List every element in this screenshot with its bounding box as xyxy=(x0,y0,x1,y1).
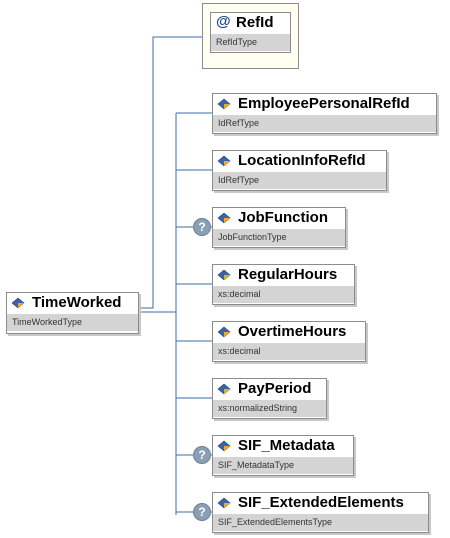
optional-marker-icon: ? xyxy=(193,446,211,464)
element-name: EmployeePersonalRefId xyxy=(238,95,410,112)
element-icon xyxy=(217,269,231,281)
element-node-regularhours[interactable]: RegularHours xs:decimal xyxy=(212,264,355,305)
attribute-group: @ RefId RefIdType xyxy=(202,3,299,69)
attribute-type: RefIdType xyxy=(211,34,290,51)
element-name: JobFunction xyxy=(238,209,328,226)
element-name: SIF_Metadata xyxy=(238,437,335,454)
root-element-node[interactable]: TimeWorked TimeWorkedType xyxy=(6,292,139,334)
element-name: RegularHours xyxy=(238,266,338,283)
element-node-jobfunction[interactable]: JobFunction JobFunctionType xyxy=(212,207,346,248)
element-icon xyxy=(11,297,25,309)
root-element-type: TimeWorkedType xyxy=(7,314,138,331)
element-type: JobFunctionType xyxy=(213,229,345,246)
attribute-node-refid[interactable]: @ RefId RefIdType xyxy=(210,12,291,53)
element-type: SIF_ExtendedElementsType xyxy=(213,514,428,531)
element-node-overtimehours[interactable]: OvertimeHours xs:decimal xyxy=(212,321,366,362)
element-icon xyxy=(217,98,231,110)
element-node-payperiod[interactable]: PayPeriod xs:normalizedString xyxy=(212,378,327,419)
element-icon xyxy=(217,326,231,338)
element-node-employeepersonalrefid[interactable]: EmployeePersonalRefId IdRefType xyxy=(212,93,437,134)
element-node-sif-metadata[interactable]: SIF_Metadata SIF_MetadataType xyxy=(212,435,354,476)
element-type: xs:normalizedString xyxy=(213,400,326,417)
element-icon xyxy=(217,155,231,167)
attribute-icon: @ xyxy=(216,13,231,30)
element-icon xyxy=(217,440,231,452)
element-name: SIF_ExtendedElements xyxy=(238,494,404,511)
root-element-name: TimeWorked xyxy=(32,294,122,311)
element-type: IdRefType xyxy=(213,115,436,132)
element-name: OvertimeHours xyxy=(238,323,347,340)
attribute-name: RefId xyxy=(236,14,274,31)
element-node-sif-extendedelements[interactable]: SIF_ExtendedElements SIF_ExtendedElement… xyxy=(212,492,429,533)
element-type: xs:decimal xyxy=(213,286,354,303)
element-name: LocationInfoRefId xyxy=(238,152,366,169)
element-name: PayPeriod xyxy=(238,380,312,397)
element-icon xyxy=(217,383,231,395)
element-type: IdRefType xyxy=(213,172,386,189)
element-type: SIF_MetadataType xyxy=(213,457,353,474)
element-icon xyxy=(217,212,231,224)
element-node-locationinforefid[interactable]: LocationInfoRefId IdRefType xyxy=(212,150,387,191)
connector-root-attribute xyxy=(137,36,202,309)
optional-marker-icon: ? xyxy=(193,503,211,521)
element-icon xyxy=(217,497,231,509)
optional-marker-icon: ? xyxy=(193,218,211,236)
element-type: xs:decimal xyxy=(213,343,365,360)
